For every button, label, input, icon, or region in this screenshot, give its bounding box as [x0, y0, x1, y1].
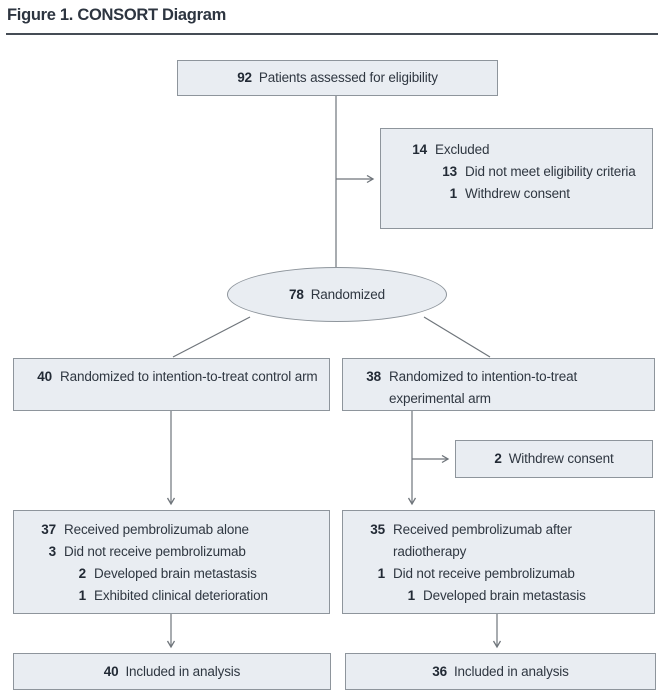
row-label: Developed brain metastasis: [423, 588, 586, 603]
excluded-label: Excluded: [435, 142, 490, 157]
figure-title: Figure 1. CONSORT Diagram: [7, 6, 226, 24]
excluded-sub-label: Did not meet eligibility criteria: [465, 164, 636, 179]
control-analysis-label: Included in analysis: [125, 663, 241, 679]
experimental-analysis-box: 36 Included in analysis: [345, 653, 656, 690]
excluded-sub-count: 1: [449, 186, 458, 201]
experimental-arm-count: 38: [366, 369, 381, 384]
row-count: 1: [377, 566, 386, 581]
assessed-label: Patients assessed for eligibility: [258, 70, 438, 85]
control-received-box: 37 Received pembrolizumab alone 3 Did no…: [13, 510, 330, 614]
control-arm-box: 40 Randomized to intention-to-treat cont…: [13, 358, 330, 411]
connector-randomized-to-control: [172, 316, 251, 358]
control-received-row: 3 Did not receive pembrolizumab: [24, 541, 323, 563]
randomized-count: 78: [288, 286, 304, 302]
experimental-arm-label: Randomized to intention-to-treat experim…: [389, 369, 578, 406]
excluded-row: 14 Excluded: [391, 139, 646, 161]
row-count: 37: [41, 522, 56, 537]
excluded-sub-count: 13: [442, 164, 457, 179]
randomized-label: Randomized: [310, 286, 385, 302]
row-label: Exhibited clinical deterioration: [94, 588, 268, 603]
experimental-analysis-count: 36: [432, 663, 447, 679]
row-count: 3: [48, 544, 57, 559]
control-arm-row: 40 Randomized to intention-to-treat cont…: [22, 366, 323, 388]
withdrew-box: 2 Withdrew consent: [455, 440, 653, 478]
control-received-row: 37 Received pembrolizumab alone: [24, 519, 323, 541]
row-count: 1: [78, 588, 87, 603]
control-received-row: 1 Exhibited clinical deterioration: [24, 585, 323, 607]
assessed-box: 92 Patients assessed for eligibility: [177, 60, 498, 96]
row-label: Received pembrolizumab after radiotherap…: [393, 522, 572, 559]
control-analysis-box: 40 Included in analysis: [13, 653, 331, 690]
row-label: Received pembrolizumab alone: [64, 522, 249, 537]
experimental-received-box: 35 Received pembrolizumab after radiothe…: [342, 510, 655, 614]
experimental-received-row: 35 Received pembrolizumab after radiothe…: [353, 519, 648, 563]
withdrew-label: Withdrew consent: [508, 451, 614, 466]
experimental-arm-row: 38 Randomized to intention-to-treat expe…: [351, 366, 648, 410]
excluded-box: 14 Excluded 13 Did not meet eligibility …: [380, 128, 653, 229]
experimental-received-row: 1 Developed brain metastasis: [353, 585, 648, 607]
excluded-row: 1 Withdrew consent: [391, 183, 646, 205]
control-analysis-count: 40: [103, 663, 119, 679]
control-arm-count: 40: [37, 369, 52, 384]
excluded-row: 13 Did not meet eligibility criteria: [391, 161, 646, 183]
experimental-arm-box: 38 Randomized to intention-to-treat expe…: [342, 358, 655, 411]
randomized-ellipse: 78 Randomized: [227, 267, 447, 322]
row-count: 2: [78, 566, 87, 581]
excluded-sub-label: Withdrew consent: [465, 186, 570, 201]
withdrew-count: 2: [494, 451, 502, 466]
row-label: Did not receive pembrolizumab: [64, 544, 246, 559]
row-label: Developed brain metastasis: [94, 566, 257, 581]
title-divider: [6, 33, 658, 35]
assessed-count: 92: [237, 70, 252, 85]
control-arm-label: Randomized to intention-to-treat control…: [60, 369, 318, 384]
connector-randomized-to-experimental: [423, 316, 491, 358]
excluded-count: 14: [412, 142, 427, 157]
control-received-row: 2 Developed brain metastasis: [24, 563, 323, 585]
experimental-received-row: 1 Did not receive pembrolizumab: [353, 563, 648, 585]
row-count: 1: [407, 588, 416, 603]
row-label: Did not receive pembrolizumab: [393, 566, 575, 581]
experimental-analysis-label: Included in analysis: [453, 663, 569, 679]
row-count: 35: [370, 522, 385, 537]
